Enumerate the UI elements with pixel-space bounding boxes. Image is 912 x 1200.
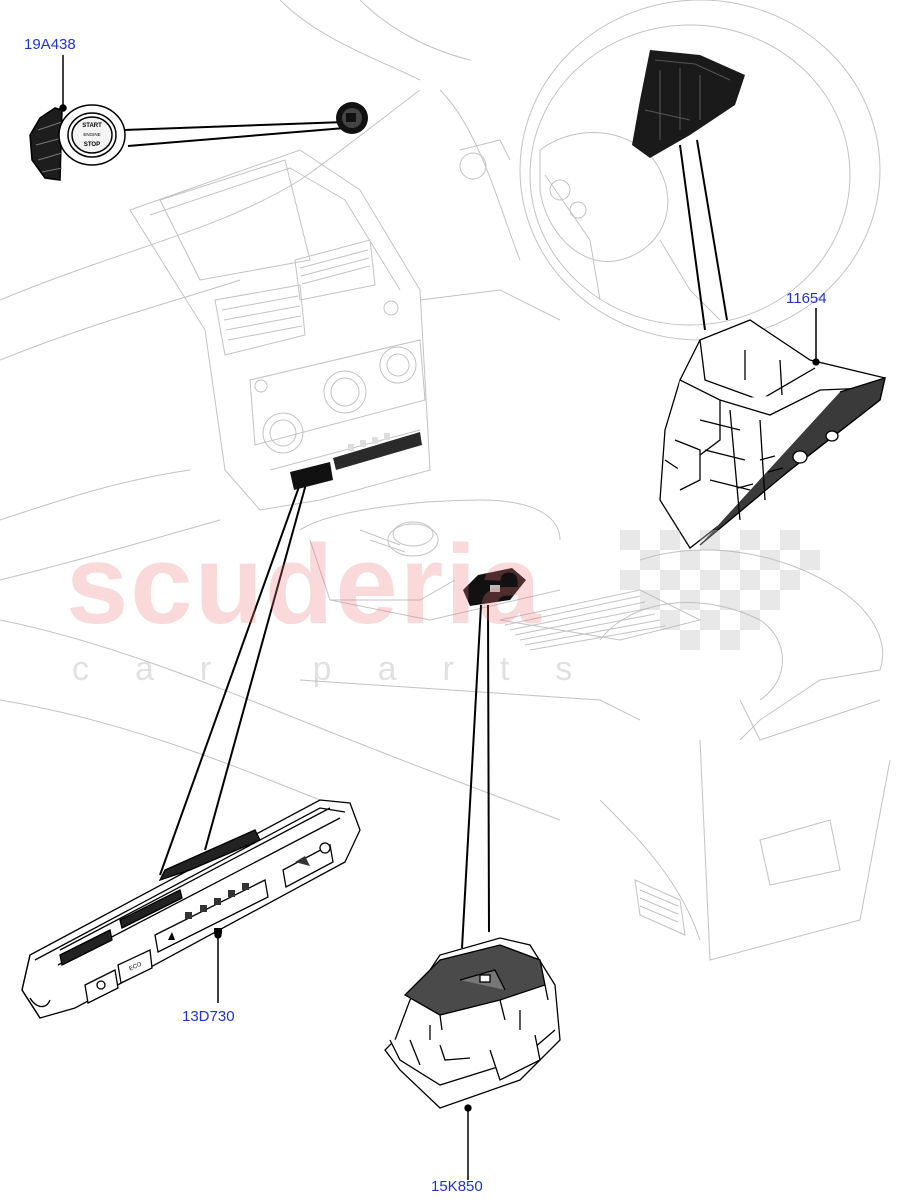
watermark-brand: scuderia [66, 522, 543, 647]
callout-19a438[interactable]: 19A438 [24, 36, 76, 53]
eco-button-label: ECO [128, 961, 143, 972]
callout-15k850[interactable]: 15K850 [431, 1178, 483, 1195]
watermark-subtitle: car parts [72, 650, 619, 688]
leader-line-19a438-b [127, 127, 346, 147]
leader-line-11654-a [679, 144, 706, 331]
part-start-stop-button[interactable]: START ENGINE STOP [29, 104, 126, 181]
stop-label: STOP [84, 142, 100, 148]
installed-start-button [336, 102, 368, 134]
installed-parking-switch [463, 568, 526, 606]
engine-label: ENGINE [83, 132, 100, 137]
part-parking-brake-switch[interactable] [384, 937, 561, 1112]
leader-line-13d730-a [159, 483, 301, 876]
part-console-switch-pack[interactable]: ECO [21, 799, 361, 1019]
leader-lines [62, 55, 817, 1180]
leader-line-19a438-a [124, 121, 346, 131]
leader-line-15k850-b [487, 604, 490, 933]
part-steering-column-switch[interactable] [659, 319, 886, 549]
start-label: START [82, 123, 102, 129]
installed-switch-pack [290, 432, 422, 490]
watermark-checker-pattern [620, 530, 820, 650]
installed-steering-switch [632, 50, 745, 158]
callout-13d730[interactable]: 13D730 [182, 1008, 235, 1025]
leader-line-15k850-a [461, 604, 482, 949]
leader-line-13d730-b [204, 483, 307, 851]
leader-line-11654-b [696, 139, 728, 321]
callout-11654[interactable]: 11654 [786, 290, 827, 307]
